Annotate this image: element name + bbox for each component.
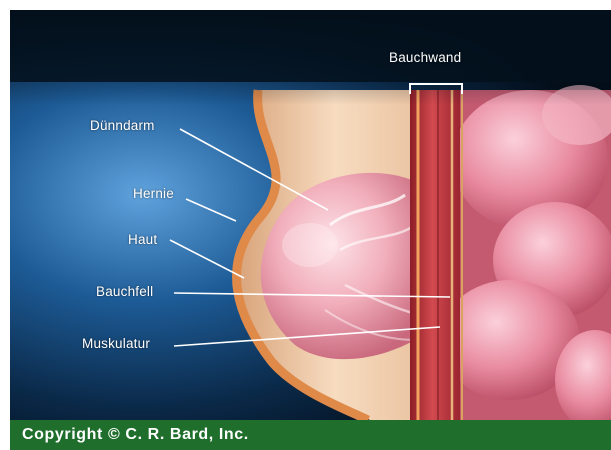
label-hernia: Hernie	[133, 186, 174, 201]
footer-bar: Copyright © C. R. Bard, Inc.	[10, 420, 611, 450]
abdominal-wall	[410, 90, 462, 420]
label-muscles: Muskulatur	[82, 336, 150, 351]
label-skin: Haut	[128, 232, 157, 247]
illustration-frame: Bauchwand Dünndarm Hernie Haut Bauchfell…	[10, 10, 611, 450]
label-small-intestine: Dünndarm	[90, 118, 155, 133]
intestine-mass	[440, 85, 611, 420]
label-abdominal-wall: Bauchwand	[389, 50, 461, 65]
copyright-text: Copyright © C. R. Bard, Inc.	[22, 426, 249, 444]
hernia-illustration	[10, 10, 611, 420]
label-peritoneum: Bauchfell	[96, 284, 153, 299]
